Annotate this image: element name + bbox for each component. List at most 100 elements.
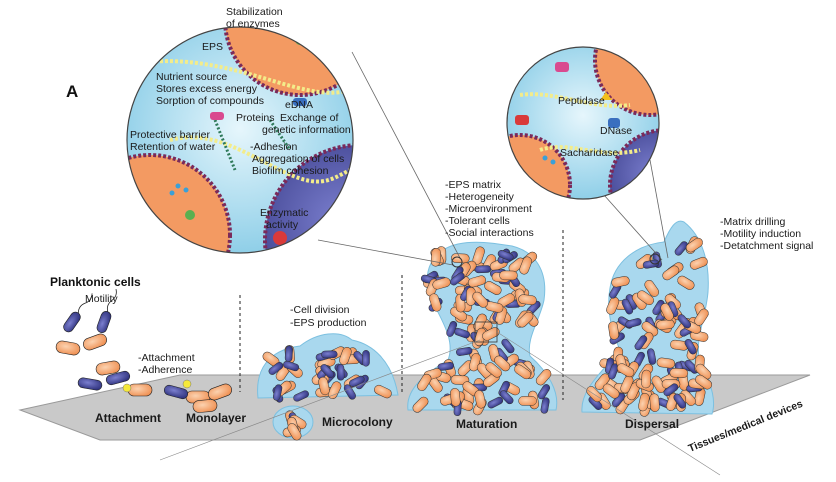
rod-cell xyxy=(343,384,356,400)
zoom-label-sacharidase: Sacharidase xyxy=(560,147,619,159)
cocci-cell xyxy=(689,256,708,270)
planktonic-cells xyxy=(55,289,121,376)
rod-cell xyxy=(283,360,300,372)
zoom-connector-1 xyxy=(317,239,454,266)
zoom-label-eps: EPS xyxy=(202,41,223,53)
biofilm-cells xyxy=(262,236,713,441)
cocci-cell xyxy=(339,347,352,365)
cocci-cell xyxy=(519,256,533,275)
maturation-note-5: -Social interactions xyxy=(445,227,534,239)
planktonic-title: Planktonic cells xyxy=(50,275,141,289)
maturation-note-1: -EPS matrix xyxy=(445,179,502,191)
zoom-label-enzymatic-1: Enzymatic xyxy=(260,207,308,219)
stage-label-maturation: Maturation xyxy=(456,417,517,431)
cocci-cell xyxy=(662,265,680,281)
cocci-cell xyxy=(694,308,709,326)
rod-cell xyxy=(336,364,345,381)
zoom-label-exchange-2: genetic information xyxy=(262,124,351,136)
cocci-cell xyxy=(430,248,441,267)
stage-label-monolayer: Monolayer xyxy=(186,411,246,425)
cocci-cell xyxy=(656,357,676,369)
zoom-label-dnase: DNase xyxy=(600,125,632,137)
zoom-label-exchange-1: Exchange of xyxy=(280,112,338,124)
rod-cell xyxy=(321,350,338,359)
cocci-cell xyxy=(287,423,302,441)
cocci-cell xyxy=(685,237,703,253)
cocci-cell xyxy=(669,368,689,378)
zoom-line-6 xyxy=(159,339,481,461)
motility-label: Motility xyxy=(85,293,118,305)
cocci-cell xyxy=(535,369,552,386)
maturation-note-2: -Heterogeneity xyxy=(445,191,515,203)
rod-cell xyxy=(487,396,504,409)
cocci-cell xyxy=(318,376,330,396)
zoom-connector-2 xyxy=(351,51,461,259)
cocci-cell xyxy=(660,303,674,321)
zoom-connector-4 xyxy=(649,159,669,259)
dispersal-note-2: -Motility induction xyxy=(720,228,801,240)
zoom-label-adhesion-3: Biofilm cohesion xyxy=(252,165,329,177)
zoom-label-protective-2: Retention of water xyxy=(130,141,216,153)
cocci-cell xyxy=(695,374,713,390)
rod-cell xyxy=(537,384,551,400)
cocci-cell xyxy=(429,293,442,312)
attachment-cells xyxy=(77,370,232,413)
rod-cell xyxy=(450,272,465,286)
rod-cell xyxy=(674,241,688,256)
cocci-cell xyxy=(417,373,432,391)
cocci-cell xyxy=(641,369,652,389)
cocci-cell xyxy=(482,327,500,341)
cocci-cell xyxy=(638,392,650,412)
stage-label-dispersal: Dispersal xyxy=(625,417,679,431)
rod-cell xyxy=(663,383,679,397)
rod-cell xyxy=(446,320,458,337)
rod-cell xyxy=(362,350,370,367)
rod-cell xyxy=(320,364,335,379)
cocci-cell xyxy=(327,381,342,399)
cocci-cell xyxy=(517,311,534,328)
cocci-cell xyxy=(499,270,518,281)
zoom-line-5 xyxy=(496,331,721,476)
rod-cell xyxy=(634,335,648,351)
dispersal-note-1: -Matrix drilling xyxy=(720,216,786,228)
maturation-zoom-marker xyxy=(451,256,463,268)
cocci-cell xyxy=(514,364,532,380)
zoom-label-protective-1: Protective barrier xyxy=(130,129,210,141)
zoom-label-stabilization-1: Stabilization xyxy=(226,6,283,18)
dispersal-zoom-marker xyxy=(649,253,661,265)
stage-label-microcolony: Microcolony xyxy=(322,415,393,429)
rod-cell xyxy=(646,348,657,365)
rod-cell xyxy=(284,345,293,362)
rod-cell xyxy=(474,265,492,274)
rod-cell xyxy=(456,347,473,356)
zoom-label-stabilization-2: of enzymes xyxy=(226,18,280,30)
cocci-cell xyxy=(467,275,487,288)
zoom-label-nutrient-3: Sorption of compounds xyxy=(156,95,264,107)
maturation-note-4: -Tolerant cells xyxy=(445,215,510,227)
microcolony-note-1: -Cell division xyxy=(290,304,350,316)
attachment-note-1: -Attachment xyxy=(138,352,195,364)
zoom-label-adhesion-1: -Adhesion xyxy=(250,141,297,153)
rod-cell xyxy=(268,361,284,375)
zoom-label-edna: eDNA xyxy=(285,99,313,111)
cocci-cell xyxy=(472,291,489,308)
zoom-label-adhesion-2: Aggregation of cells xyxy=(252,153,344,165)
rod-cell xyxy=(501,338,515,354)
cocci-cell xyxy=(606,296,620,315)
rod-cell xyxy=(684,339,697,355)
cocci-cell xyxy=(494,355,511,372)
cocci-cell xyxy=(412,396,429,413)
microcolony-note-2: -EPS production xyxy=(290,317,367,329)
cocci-cell xyxy=(602,383,620,399)
rod-cell xyxy=(625,318,642,328)
zoom-connector-3 xyxy=(603,194,663,261)
rod-cell xyxy=(608,363,619,380)
stage-label-attachment: Attachment xyxy=(95,411,161,425)
cocci-cell xyxy=(637,290,654,306)
rod-cell xyxy=(677,314,692,329)
cocci-cell xyxy=(518,396,537,406)
rod-cell xyxy=(272,384,283,401)
rod-cell xyxy=(621,298,634,315)
cocci-cell xyxy=(374,384,392,399)
